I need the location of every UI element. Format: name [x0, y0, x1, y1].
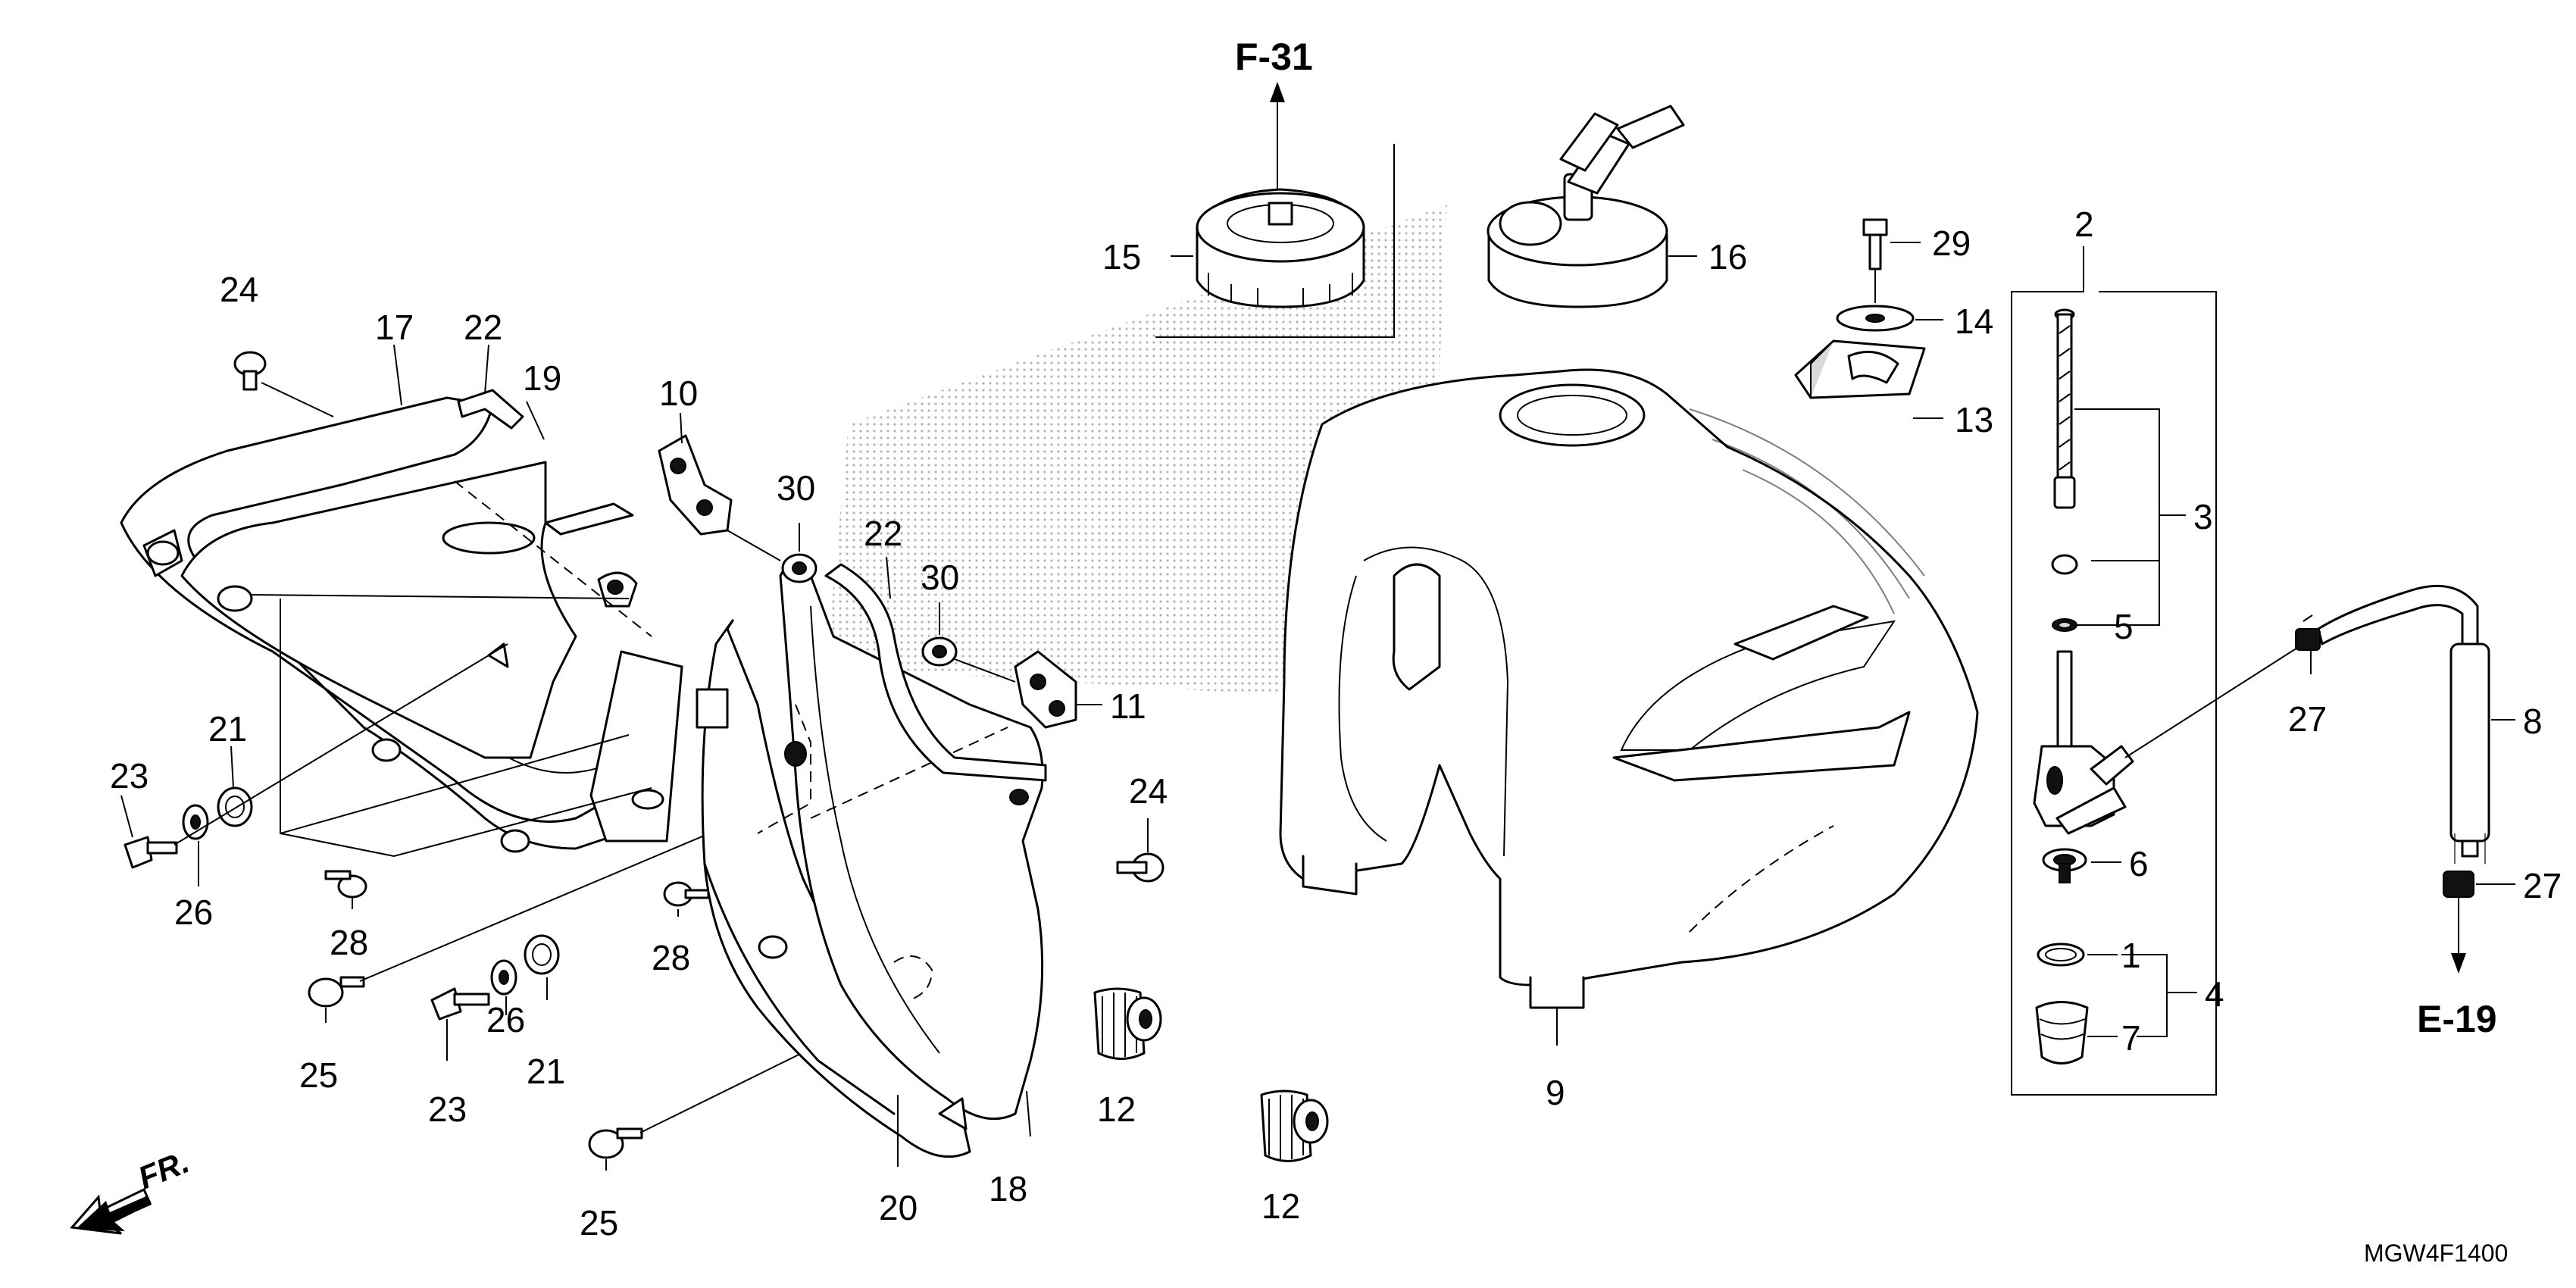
- callout-26-left: 26: [174, 893, 213, 932]
- cup-7: [2035, 1001, 2089, 1064]
- callout-28-left: 28: [330, 923, 368, 962]
- front-marker-label: FR.: [133, 1143, 194, 1196]
- washer-26-left: [182, 804, 209, 840]
- drawing-code: MGW4F1400: [2364, 1240, 2508, 1267]
- callout-26-center: 26: [486, 1000, 525, 1039]
- bracket-11: [1014, 650, 1077, 729]
- bolt-24-left: [233, 351, 267, 391]
- front-arrow-icon: [70, 1187, 152, 1235]
- callout-10: 10: [659, 374, 698, 413]
- strainer-3: [2053, 308, 2076, 509]
- callout-27-lower: 27: [2523, 866, 2562, 905]
- callout-3: 3: [2193, 497, 2213, 536]
- callout-25-left: 25: [299, 1055, 338, 1095]
- bracket-13: [1794, 339, 1926, 399]
- callout-27-upper: 27: [2288, 699, 2327, 739]
- callout-29: 29: [1932, 224, 1971, 263]
- fuel-tank-9: [1279, 368, 1979, 1009]
- callout-11: 11: [1110, 686, 1146, 726]
- ref-f31-label: F-31: [1235, 36, 1313, 78]
- fuel-tube-8: [2317, 584, 2490, 864]
- callout-18: 18: [989, 1169, 1027, 1208]
- callout-21-left: 21: [208, 709, 247, 749]
- callout-23-left: 23: [110, 756, 148, 796]
- screw-23-center: [430, 987, 490, 1021]
- cover-18: [779, 559, 1044, 1130]
- callout-19: 19: [523, 358, 561, 398]
- shroud-19: [180, 461, 638, 853]
- callout-16: 16: [1708, 237, 1747, 277]
- locking-cap-16: [1487, 105, 1685, 308]
- callout-23-center: 23: [428, 1089, 467, 1129]
- callout-20: 20: [879, 1188, 918, 1227]
- fuel-valve: [2033, 650, 2134, 835]
- arrow-down-icon: [2451, 953, 2466, 974]
- screw-23-left: [123, 836, 178, 869]
- callout-15: 15: [1102, 237, 1141, 277]
- callout-22-left: 22: [464, 308, 502, 347]
- callout-22-center: 22: [864, 514, 902, 553]
- grommet-12-b: [1260, 1089, 1329, 1162]
- bracket-10: [658, 434, 733, 536]
- o-ring-1: [2037, 943, 2085, 967]
- screw-28-left: [324, 870, 367, 899]
- callout-7: 7: [2121, 1018, 2141, 1058]
- gasket-6: [2042, 848, 2087, 883]
- callout-25-center: 25: [580, 1203, 618, 1243]
- nut-21-left: [217, 786, 253, 827]
- fuel-cap-15: [1196, 188, 1365, 308]
- bolt-24-right: [1116, 852, 1165, 883]
- grommet-12-a: [1093, 987, 1162, 1060]
- callout-4: 4: [2205, 974, 2224, 1014]
- callout-8: 8: [2523, 702, 2543, 741]
- callout-12-b: 12: [1261, 1186, 1300, 1226]
- clip-27-lower: [2443, 871, 2474, 898]
- callout-6: 6: [2129, 844, 2149, 883]
- arrow-up-icon: [1270, 82, 1285, 102]
- callout-14: 14: [1955, 302, 1993, 341]
- callout-13: 13: [1955, 400, 1993, 439]
- nut-21-center: [524, 934, 560, 975]
- bolt-29: [1862, 218, 1888, 270]
- cover-20: [696, 619, 971, 1158]
- clip-27-upper: [2295, 614, 2321, 651]
- callout-21-center: 21: [527, 1052, 565, 1091]
- tube-22-center: [824, 563, 1047, 782]
- bolt-30-right: [921, 636, 958, 667]
- callout-12-a: 12: [1097, 1089, 1136, 1129]
- callout-24-left: 24: [220, 270, 258, 309]
- callout-2: 2: [2074, 205, 2094, 244]
- ref-e19-label: E-19: [2417, 998, 2497, 1040]
- screw-28-center: [663, 881, 710, 907]
- callout-30-upper: 30: [777, 468, 815, 508]
- callout-28-center: 28: [652, 938, 690, 977]
- screw-25-center: [588, 1127, 643, 1159]
- callout-5: 5: [2114, 607, 2134, 646]
- callout-24-right: 24: [1129, 771, 1168, 811]
- washer-26-center: [490, 959, 517, 996]
- bolt-30-upper: [781, 553, 818, 583]
- nut-5: [2051, 554, 2078, 632]
- washer-14: [1836, 305, 1915, 332]
- tube-22-left: [457, 389, 524, 430]
- callout-30-right: 30: [921, 558, 959, 597]
- callout-9: 9: [1546, 1073, 1565, 1112]
- callout-17: 17: [375, 308, 414, 347]
- wing-logo: [1689, 408, 1925, 614]
- screw-25-left: [308, 976, 365, 1008]
